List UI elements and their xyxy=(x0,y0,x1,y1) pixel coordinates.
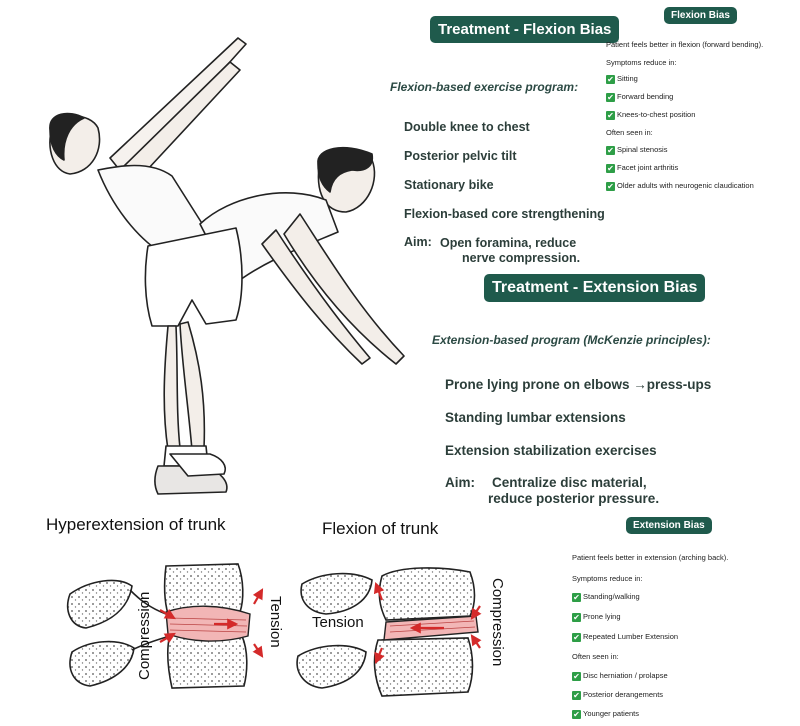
arrow-icon xyxy=(373,581,482,665)
flexion-caption: Flexion of trunk xyxy=(322,519,439,538)
extension-seen-label: Often seen in: xyxy=(572,652,619,661)
check-icon: ✔ xyxy=(606,182,615,191)
flexion-treatment-title: Treatment - Flexion Bias xyxy=(430,16,620,43)
extension-program-subtitle: Extension-based program (McKenzie princi… xyxy=(432,333,711,347)
hyperextension-caption: Hyperextension of trunk xyxy=(46,515,226,534)
extension-seen-2: ✔Posterior derangements xyxy=(572,690,664,700)
right-upper-process xyxy=(300,572,373,615)
right-upper-vertebra xyxy=(378,567,476,621)
flexion-intro: Patient feels better in flexion (forward… xyxy=(606,40,764,49)
extension-exercise-3: Extension stabilization exercises xyxy=(445,443,657,458)
flexion-symptom-3: ✔Knees-to-chest position xyxy=(606,110,696,120)
left-lower-process xyxy=(69,640,135,687)
left-tension-label: Tension xyxy=(267,596,284,648)
flexion-exercise-2: Posterior pelvic tilt xyxy=(404,149,517,163)
flexion-exercise-4: Flexion-based core strengthening xyxy=(404,207,605,221)
check-icon: ✔ xyxy=(606,93,615,102)
extension-exercise-1: Prone lying prone on elbows →press-ups xyxy=(445,377,712,392)
flexion-seen-label: Often seen in: xyxy=(606,128,653,137)
check-icon: ✔ xyxy=(572,633,581,642)
check-icon: ✔ xyxy=(572,613,581,622)
shoe-right xyxy=(169,453,226,477)
arrow-icon xyxy=(159,588,264,658)
flexion-seen-3: ✔Older adults with neurogenic claudicati… xyxy=(606,181,754,191)
flexion-seen-2: ✔Facet joint arthritis xyxy=(606,163,679,173)
extension-exercise-2: Standing lumbar extensions xyxy=(445,410,626,425)
extension-aim-label: Aim: xyxy=(445,475,475,490)
flexion-exercise-1: Double knee to chest xyxy=(404,120,530,134)
left-lower-vertebra xyxy=(167,633,248,689)
extension-symptom-2: ✔Prone lying xyxy=(572,612,621,622)
left-disc xyxy=(165,605,251,642)
left-upper-process xyxy=(66,579,133,629)
flexion-bias-badge: Flexion Bias xyxy=(664,7,737,24)
flexion-figure-arm2 xyxy=(261,229,371,365)
check-icon: ✔ xyxy=(572,672,581,681)
flexion-aim-label: Aim: xyxy=(404,235,432,249)
flexion-symptom-2: ✔Forward bending xyxy=(606,92,674,102)
right-compression-label: Compression xyxy=(489,578,506,667)
check-icon: ✔ xyxy=(606,164,615,173)
right-lower-vertebra xyxy=(373,637,474,697)
flexion-seen-1: ✔Spinal stenosis xyxy=(606,145,668,155)
check-icon: ✔ xyxy=(572,593,581,602)
flexion-exercise-3: Stationary bike xyxy=(404,178,494,192)
extension-seen-3: ✔Younger patients xyxy=(572,709,640,719)
extension-aim-line2: reduce posterior pressure. xyxy=(488,491,660,506)
check-icon: ✔ xyxy=(606,111,615,120)
extension-aim-line1: Centralize disc material, xyxy=(492,475,647,490)
flexion-symptoms-label: Symptoms reduce in: xyxy=(606,58,677,67)
right-tension-label: Tension xyxy=(312,614,364,631)
check-icon: ✔ xyxy=(572,710,581,719)
flexion-aim-line1: Open foramina, reduce xyxy=(440,236,577,250)
flexion-aim-line2: nerve compression. xyxy=(462,251,581,265)
extension-seen-1: ✔Disc herniation / prolapse xyxy=(572,671,668,681)
left-compression-label: Compression xyxy=(136,591,153,680)
extension-treatment-title: Treatment - Extension Bias xyxy=(484,274,706,302)
flexion-program-subtitle: Flexion-based exercise program: xyxy=(390,80,579,94)
extension-symptom-3: ✔Repeated Lumber Extension xyxy=(572,632,679,642)
flexion-figure-arm xyxy=(283,213,405,365)
check-icon: ✔ xyxy=(606,75,615,84)
shorts xyxy=(144,227,243,327)
extension-bias-badge: Extension Bias xyxy=(626,517,712,534)
flexion-figure-hair xyxy=(317,146,374,193)
extension-symptoms-label: Symptoms reduce in: xyxy=(572,574,643,583)
extension-symptom-1: ✔Standing/walking xyxy=(572,592,640,602)
right-disc-lines xyxy=(389,620,476,633)
check-icon: ✔ xyxy=(572,691,581,700)
extension-figure-hair xyxy=(49,112,85,161)
check-icon: ✔ xyxy=(606,146,615,155)
right-lower-process xyxy=(296,644,367,689)
flexion-symptom-1: ✔Sitting xyxy=(606,74,638,84)
extension-intro: Patient feels better in extension (archi… xyxy=(572,553,729,562)
